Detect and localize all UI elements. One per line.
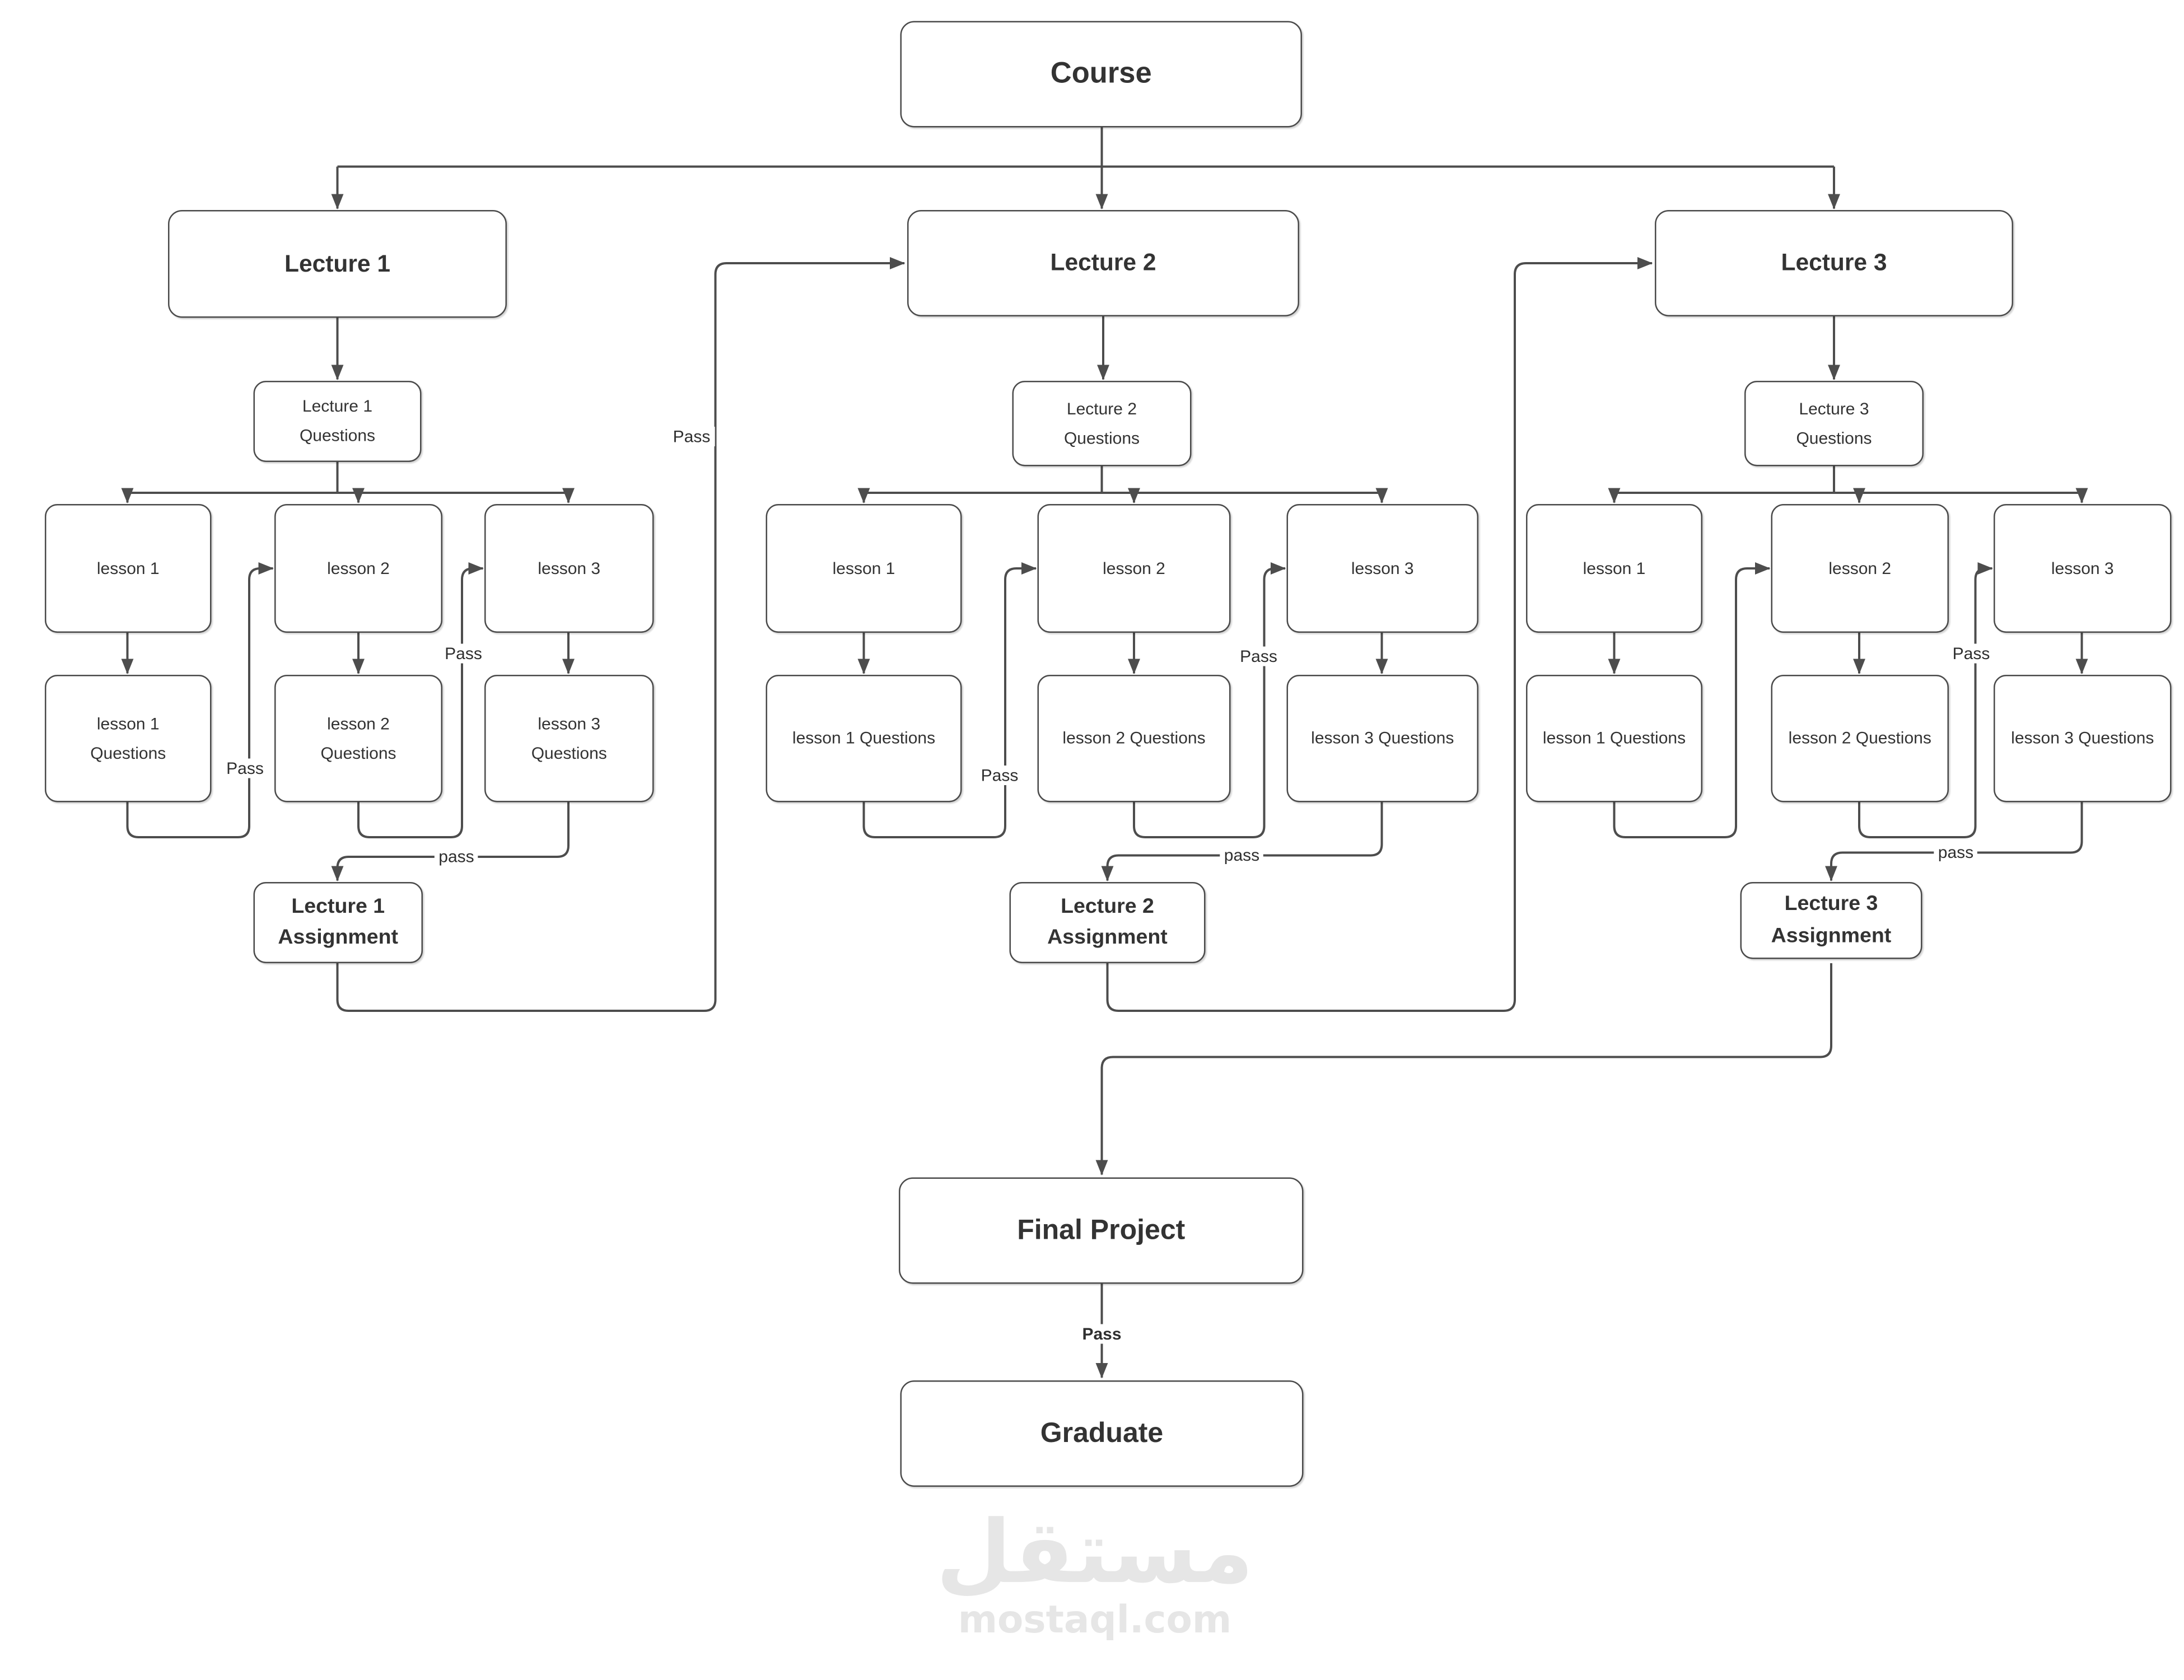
edge-label-l3-pass-3: pass bbox=[1934, 842, 1978, 863]
watermark: مستقل mostaql.com bbox=[885, 1509, 1305, 1644]
edge-label-l2-pass-1: Pass bbox=[977, 766, 1023, 786]
edge-label-assignment1-pass: Pass bbox=[669, 427, 715, 447]
node-l3-lesson-1: lesson 1 bbox=[1526, 504, 1702, 633]
node-lecture-2: Lecture 2 bbox=[907, 210, 1299, 316]
watermark-logo: مستقل bbox=[936, 1501, 1254, 1603]
node-l1-lesson-2: lesson 2 bbox=[274, 504, 442, 633]
node-l1-lesson-1: lesson 1 bbox=[45, 504, 212, 633]
node-l2-lesson-1: lesson 1 bbox=[766, 504, 962, 633]
edge-label-l1-pass-1: Pass bbox=[222, 758, 268, 779]
node-course: Course bbox=[900, 21, 1302, 128]
node-l3-lesson-2: lesson 2 bbox=[1771, 504, 1949, 633]
node-l2-lesson-2-questions: lesson 2 Questions bbox=[1037, 675, 1231, 802]
node-l3-lesson-3: lesson 3 bbox=[1994, 504, 2172, 633]
node-lecture-3: Lecture 3 bbox=[1655, 210, 2013, 316]
node-l1-lesson-3: lesson 3 bbox=[484, 504, 654, 633]
edge-label-final-pass: Pass bbox=[1077, 1324, 1126, 1345]
node-l2-lesson-3: lesson 3 bbox=[1286, 504, 1478, 633]
node-graduate: Graduate bbox=[900, 1380, 1304, 1487]
edge-label-l2-pass-2: Pass bbox=[1235, 646, 1282, 667]
node-l2-lesson-1-questions: lesson 1 Questions bbox=[766, 675, 962, 802]
edge-label-l2-pass-3: pass bbox=[1220, 845, 1264, 866]
watermark-domain: mostaql.com bbox=[958, 1599, 1232, 1642]
node-lecture-1: Lecture 1 bbox=[168, 210, 507, 318]
node-l3-lesson-3-questions: lesson 3 Questions bbox=[1994, 675, 2172, 802]
node-l2-lesson-3-questions: lesson 3 Questions bbox=[1286, 675, 1478, 802]
node-l3-lesson-1-questions: lesson 1 Questions bbox=[1526, 675, 1702, 802]
edge-label-l1-pass-2: Pass bbox=[440, 643, 487, 664]
node-final-project: Final Project bbox=[899, 1177, 1304, 1284]
edge-label-l3-pass-2: Pass bbox=[1948, 643, 1994, 664]
edge-label-l1-pass-3: pass bbox=[434, 847, 479, 867]
node-l3-lesson-2-questions: lesson 2 Questions bbox=[1771, 675, 1949, 802]
node-l2-lesson-2: lesson 2 bbox=[1037, 504, 1231, 633]
